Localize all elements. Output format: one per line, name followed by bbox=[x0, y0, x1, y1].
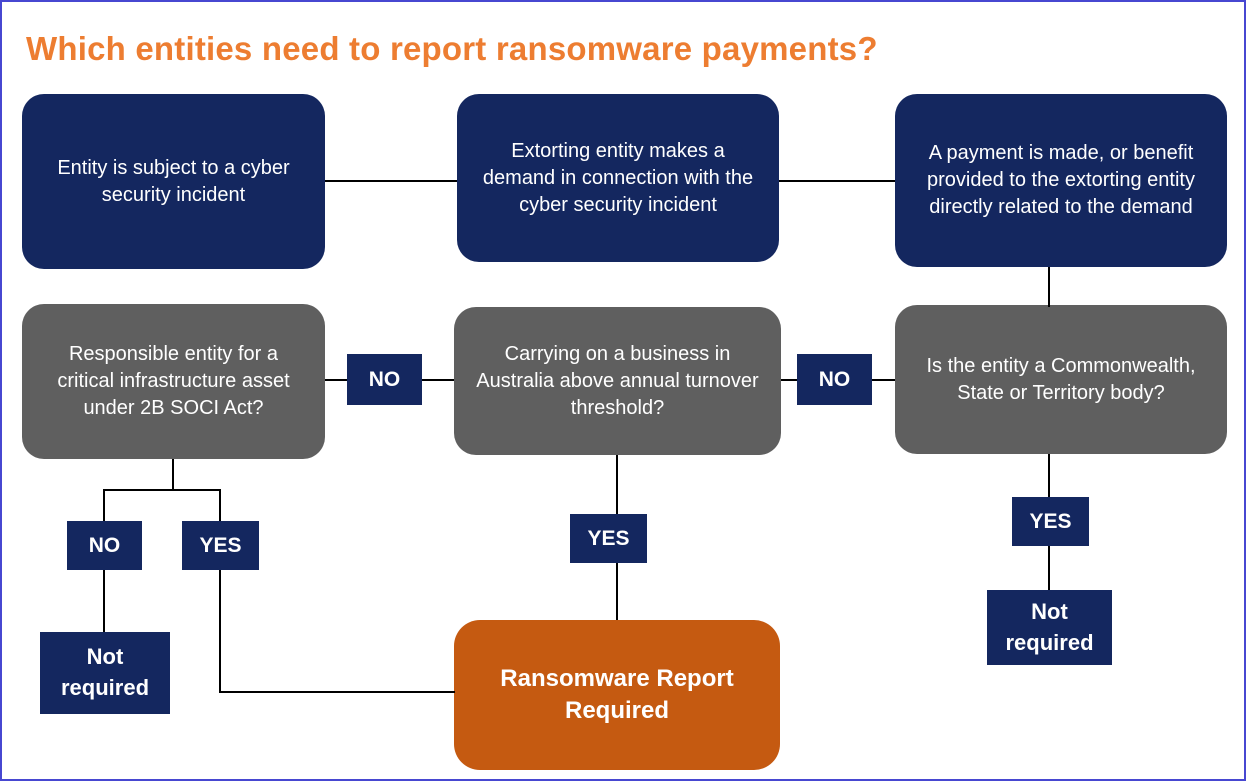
node-not-required-left: Not required bbox=[40, 632, 170, 714]
node-government-question: Is the entity a Commonwealth, State or T… bbox=[895, 305, 1227, 454]
connector-turnover-yes bbox=[616, 455, 618, 514]
node-ransomware-report-required: Ransomware Report Required bbox=[454, 620, 780, 770]
connector-demand-payment bbox=[779, 180, 895, 182]
edge-label-no-soci: NO bbox=[67, 521, 142, 570]
connector-payment-government bbox=[1048, 267, 1050, 307]
connector-yes-down-long bbox=[219, 570, 221, 693]
page-title: Which entities need to report ransomware… bbox=[26, 30, 878, 67]
node-payment-made: A payment is made, or benefit provided t… bbox=[895, 94, 1227, 267]
connector-incident-demand bbox=[325, 180, 457, 182]
node-soci-question-label: Responsible entity for a critical infras… bbox=[57, 343, 290, 419]
connector-soci-down bbox=[172, 459, 174, 491]
connector-yes-to-report bbox=[219, 691, 455, 693]
node-payment-made-label: A payment is made, or benefit provided t… bbox=[927, 142, 1195, 218]
connector-no-to-not-required bbox=[103, 570, 105, 632]
node-cyber-incident: Entity is subject to a cyber security in… bbox=[22, 94, 325, 269]
node-cyber-incident-label: Entity is subject to a cyber security in… bbox=[57, 156, 290, 206]
node-turnover-question: Carrying on a business in Australia abov… bbox=[454, 307, 781, 455]
edge-label-no-turnover-to-soci: NO bbox=[347, 354, 422, 405]
edge-label-yes-turnover: YES bbox=[570, 514, 647, 563]
edge-label-no-government-to-turnover: NO bbox=[797, 354, 872, 405]
node-extortion-demand: Extorting entity makes a demand in conne… bbox=[457, 94, 779, 262]
connector-branch-no-down bbox=[103, 489, 105, 521]
edge-label-yes-soci: YES bbox=[182, 521, 259, 570]
connector-government-yes bbox=[1048, 454, 1050, 497]
edge-label-yes-government: YES bbox=[1012, 497, 1089, 546]
node-turnover-question-label: Carrying on a business in Australia abov… bbox=[476, 342, 759, 419]
connector-yes-to-report-center bbox=[616, 563, 618, 620]
node-government-question-label: Is the entity a Commonwealth, State or T… bbox=[926, 354, 1196, 404]
node-not-required-right: Not required bbox=[987, 590, 1112, 665]
connector-soci-branch-split bbox=[103, 489, 221, 491]
node-extortion-demand-label: Extorting entity makes a demand in conne… bbox=[482, 139, 754, 216]
connector-branch-yes-down bbox=[219, 489, 221, 521]
node-ransomware-report-required-label: Ransomware Report Required bbox=[500, 664, 734, 724]
node-soci-question: Responsible entity for a critical infras… bbox=[22, 304, 325, 459]
connector-yes-to-not-required-right bbox=[1048, 546, 1050, 590]
